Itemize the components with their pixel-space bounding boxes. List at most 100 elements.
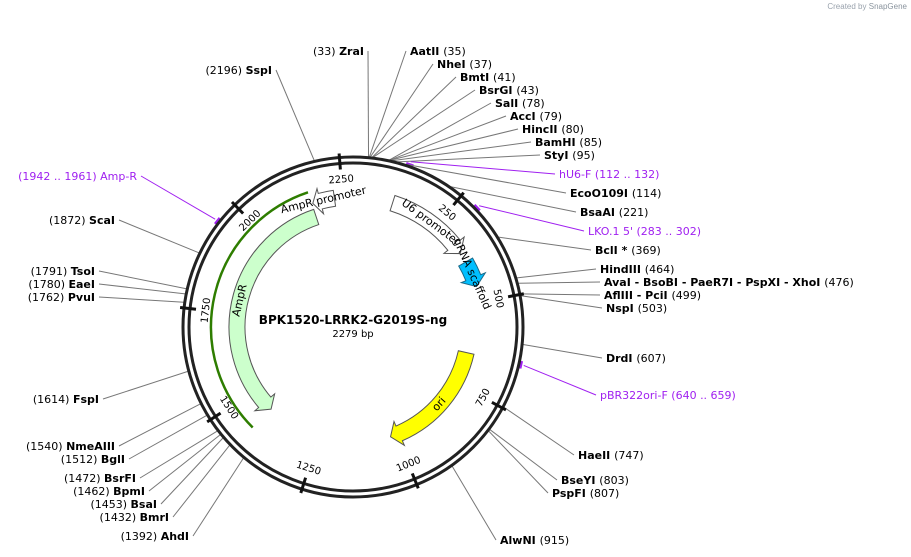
site-position: (1942 .. 1961) [18,170,100,183]
site-name: NheI [437,58,469,71]
site-label-bpmi: (1462) BpmI [73,485,145,498]
site-name: hU6-F [559,168,595,181]
site-position: (915) [540,534,570,547]
tick-mark-1750 [179,306,197,311]
site-label-nspi: NspI (503) [606,302,667,315]
leader-lko-1-5 [479,205,585,232]
tick-label-1000: 1000 [395,455,423,475]
leader-lines [98,50,603,541]
leader-aatii [369,50,407,157]
site-label-drdi: DrdI (607) [606,352,666,365]
site-name: StyI [544,149,572,162]
site-position: (503) [638,302,668,315]
leader-avai-bsobi-paer7i-pspxi-xhoi [518,281,601,284]
site-position: (79) [539,110,562,123]
leader-nhei [369,63,434,158]
leader-eaei [98,283,186,295]
leader-tsoi [98,270,187,290]
site-name: BsaAI [580,206,619,219]
feature-u6-promoter [389,194,465,255]
tick-label-500: 500 [491,288,505,309]
feature-label-ampr-promoter: AmpR promoter [279,184,368,217]
tick-label-1250: 1250 [295,460,323,478]
site-position: (1762) [28,291,68,304]
leader-bamhi [392,141,532,162]
site-position: (1453) [90,498,130,511]
site-label-sali: SalI (78) [495,97,545,110]
site-name: AhdI [161,530,189,543]
site-name: NmeAIII [66,440,115,453]
primer-mark-lko-1-5 [473,204,481,212]
site-label-pspfi: PspFI (807) [552,487,619,500]
site-label-acci: AccI (79) [510,110,562,123]
site-label-bsai: (1453) BsaI [90,498,157,511]
site-position: (283 .. 302) [636,225,701,238]
plasmid-length: 2279 bp [332,329,373,340]
site-name: FspI [73,393,99,406]
leader-nmeaiii [118,403,201,447]
site-name: HindIII [600,263,645,276]
leader-fspi [102,370,189,400]
site-position: (1392) [121,530,161,543]
credit-prefix: Created by [827,2,867,11]
site-position: (476) [824,276,854,289]
site-name: SspI [246,64,272,77]
leader-bsrgi [372,89,476,158]
site-name: ScaI [89,214,115,227]
leader-bcli [498,236,592,251]
leader-alwni [451,466,497,541]
site-position: (112 .. 132) [595,168,660,181]
leader-afliii-pcii [520,293,601,296]
tick-label-1750: 1750 [200,297,214,324]
site-label-hu6-f: hU6-F (112 .. 132) [559,168,659,181]
site-name: BpmI [113,485,145,498]
site-name: BseYI [561,474,599,487]
site-position: (1512) [61,453,101,466]
site-position: (1780) [28,278,68,291]
site-name: EaeI [69,278,96,291]
site-label-pbr322ori-f: pBR322ori-F (640 .. 659) [600,389,736,402]
site-name: BamHI [535,136,579,149]
site-position: (43) [516,84,539,97]
plasmid-backbone [181,155,525,499]
site-label-fspi: (1614) FspI [33,393,99,406]
leader-ahdi [192,457,244,537]
site-name: BglI [101,453,125,466]
site-name: Amp-R [100,170,137,183]
site-position: (747) [614,449,644,462]
credit-brand: SnapGene [868,2,907,11]
leader-bmti [371,76,457,158]
site-name: BmrI [140,511,169,524]
leader-bsrfi [139,430,218,479]
leader-hu6-f [410,161,556,175]
site-position: (1872) [49,214,89,227]
site-name: EcoO109I [570,187,632,200]
site-name: NspI [606,302,638,315]
tick-mark-1250 [299,477,308,494]
leader-bmri [172,445,230,518]
site-label-bgli: (1512) BglI [61,453,125,466]
site-name: pBR322ori-F [600,389,671,402]
site-position: (1472) [64,472,104,485]
site-position: (80) [561,123,584,136]
site-position: (41) [493,71,516,84]
site-position: (2196) [205,64,245,77]
site-name: PvuI [68,291,95,304]
leader-nspi [521,295,603,309]
leader-amp-r [140,175,216,220]
feature-label-grna-scaffold: gRNA scaffold [451,236,494,311]
site-name: BmtI [460,71,493,84]
site-labels: AatII (35)NheI (37)BmtI (41)BsrGI (43)Sa… [18,45,854,547]
site-label-bseyi: BseYI (803) [561,474,629,487]
site-label-tsoi: (1791) TsoI [31,265,95,278]
site-label-bsrfi: (1472) BsrFI [64,472,136,485]
backbone-inner-ring [187,161,519,493]
site-label-zrai: (33) ZraI [313,45,364,58]
feature-ampr-highlight [209,191,309,429]
leader-zrai [367,50,370,157]
site-name: BsrFI [104,472,136,485]
site-label-bmti: BmtI (41) [460,71,516,84]
leader-hindiii [516,268,597,279]
